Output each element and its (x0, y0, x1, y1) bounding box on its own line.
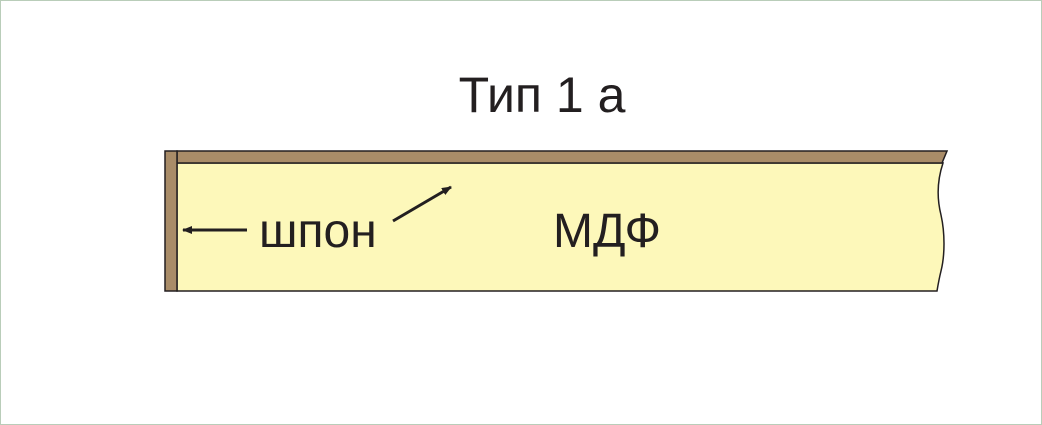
mdf-core (176, 162, 945, 292)
veneer-label: шпон (259, 205, 377, 258)
diagram-title: Тип 1 а (458, 67, 626, 123)
veneer-top-strip (176, 150, 949, 164)
arrow-to-top-veneer (392, 185, 452, 223)
veneer-edge-strip (164, 150, 178, 292)
mdf-label: МДФ (553, 205, 661, 258)
